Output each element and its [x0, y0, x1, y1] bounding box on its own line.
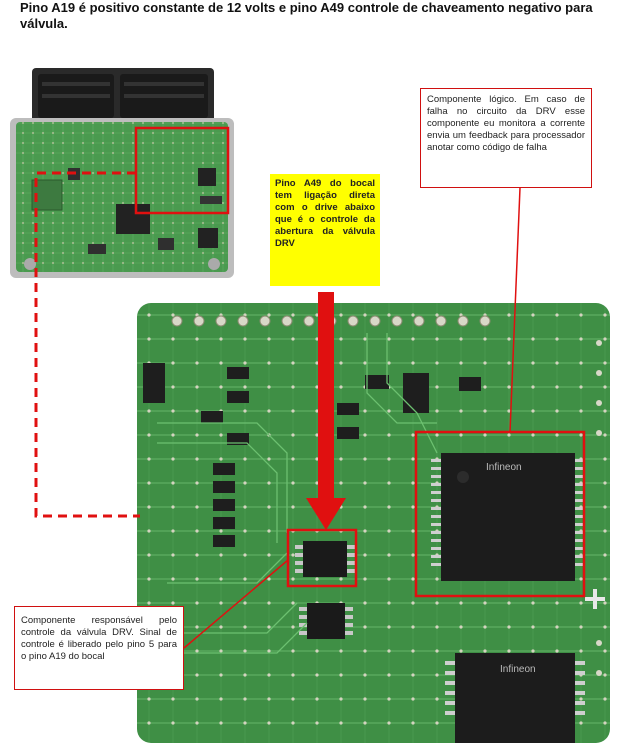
- bottom-chip-label: Infineon: [500, 664, 536, 675]
- page-heading: Pino A19 é positivo constante de 12 volt…: [20, 0, 593, 31]
- note-drv-component: Componente responsável pelo controle da …: [14, 606, 184, 690]
- pcb-closeup-image: [137, 303, 610, 743]
- note-pin-a49: Pino A49 do bocal tem ligação direta com…: [270, 174, 380, 286]
- ecu-module-image: [10, 68, 234, 278]
- note-logic-component: Componente lógico. Em caso de falha no c…: [420, 88, 592, 188]
- large-chip-label: Infineon: [486, 462, 522, 473]
